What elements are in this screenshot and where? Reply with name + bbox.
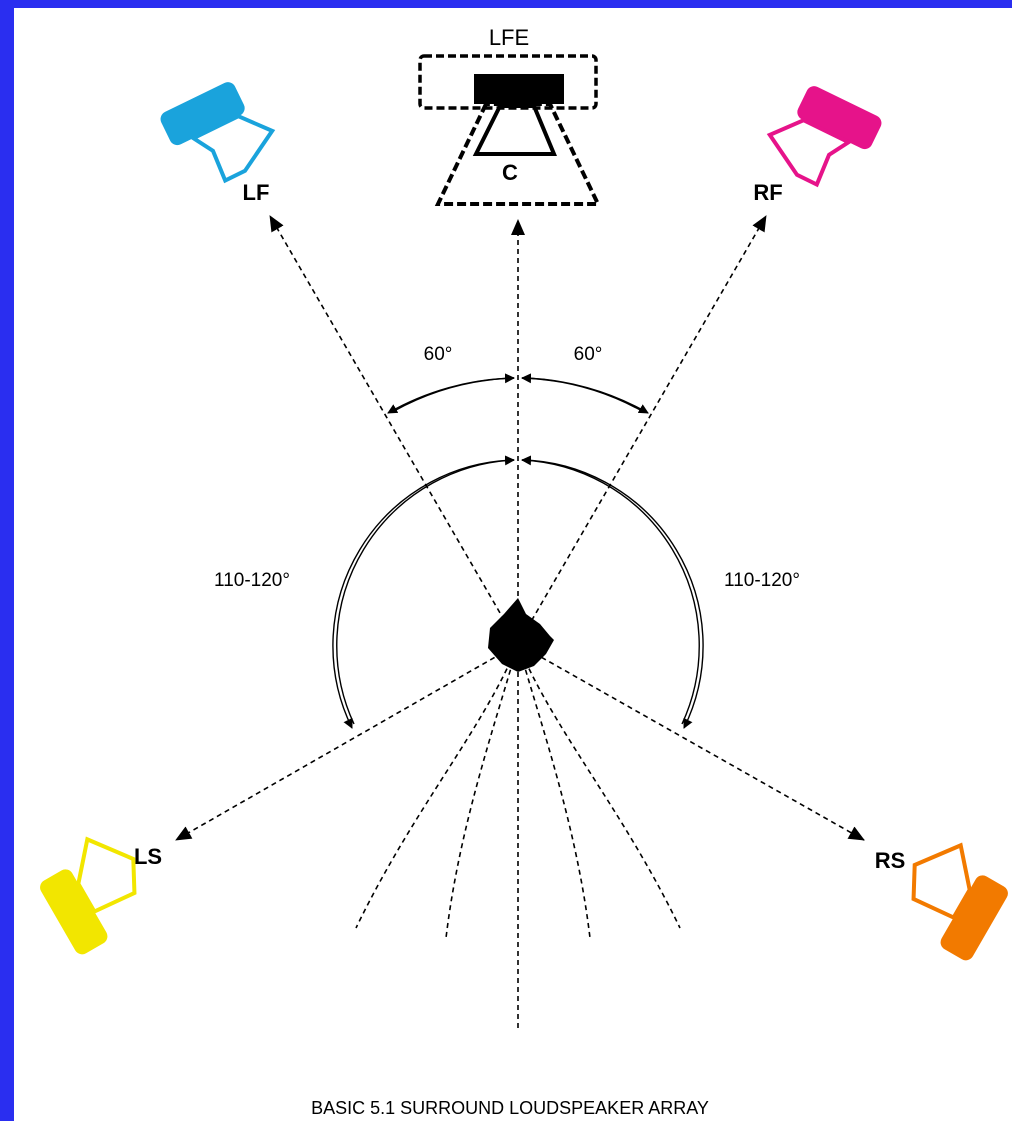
speaker-direction-lines [175,215,865,1028]
listening-area-inner-left-curve [445,643,519,939]
front-right-angle-label: 60° [574,344,603,365]
surround-diagram: LFE C LF RF LS RS 60° 60° 110-120° 110-1… [40,25,1008,1118]
left-front-line [269,215,519,645]
surround-right-angle-label: 110-120° [724,570,800,591]
surround-left-angle-label: 110-120° [214,570,290,591]
lfe-box [418,54,598,110]
left-surround-label: LS [134,844,162,869]
right-front-speaker-icon [766,86,882,188]
right-front-label: RF [753,180,782,205]
listening-area-right-curve [517,643,681,929]
center-label: C [502,160,518,185]
listener-head-icon [488,598,554,672]
left-surround-speaker-icon [40,836,137,955]
diagram-canvas: LFE C LF RF LS RS 60° 60° 110-120° 110-1… [14,8,1012,1121]
front-right-arc [521,377,649,414]
lfe-label: LFE [489,25,529,50]
right-surround-label: RS [875,848,906,873]
left-front-speaker-icon [160,82,276,184]
right-surround-line [517,643,865,841]
surround-left-arc-end [336,455,515,725]
front-left-angle-label: 60° [424,344,453,365]
front-left-arc-end [393,373,515,412]
left-surround-line [175,643,519,841]
front-right-arc-end [521,373,643,412]
listening-area-left-curve [355,643,519,929]
surround-right-arc-end [521,455,700,725]
surround-left-arc [332,459,515,729]
surround-right-arc [521,459,704,729]
right-surround-speaker-icon [911,842,1008,961]
center-speaker-icon [418,54,602,206]
listening-area-inner-right-curve [517,643,591,939]
right-front-line [517,215,767,645]
front-left-arc [387,377,515,414]
angle-arcs [332,373,704,729]
left-front-label: LF [243,180,270,205]
diagram-title: BASIC 5.1 SURROUND LOUDSPEAKER ARRAY [311,1098,709,1118]
